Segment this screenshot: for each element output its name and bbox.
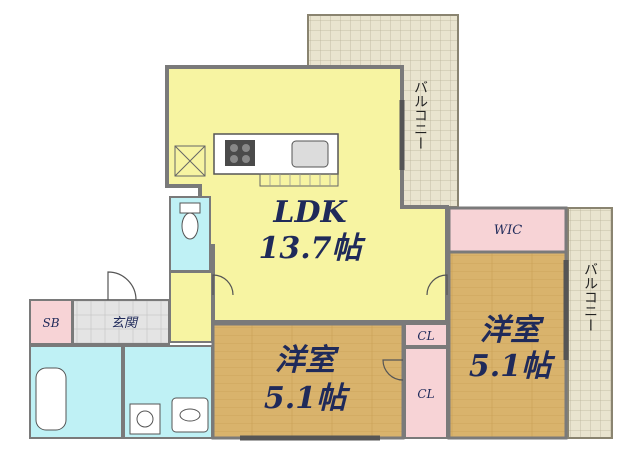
ldk-size: 13.7帖 — [258, 231, 366, 266]
balcony-right — [567, 207, 613, 439]
balcony-right-label: バルコニー — [582, 262, 598, 332]
wash-basin-icon — [171, 397, 209, 433]
western-room-right-name: 洋室 — [480, 313, 545, 348]
bathtub-icon — [35, 367, 67, 431]
western-room-center-size: 5.1帖 — [264, 381, 351, 416]
room-door-swing — [382, 359, 404, 381]
toilet-icon — [181, 212, 199, 240]
ldk-name: LDK — [272, 195, 348, 230]
entrance-label: 玄関 — [111, 316, 139, 331]
wic-label: WIC — [494, 223, 522, 238]
closet-lower-label: CL — [417, 387, 434, 401]
closet-upper — [404, 323, 448, 347]
sink-icon — [291, 140, 329, 168]
closet-lower — [404, 347, 448, 439]
hallway — [169, 271, 213, 343]
western-room-center-name: 洋室 — [275, 343, 340, 378]
sb-label: SB — [42, 316, 59, 330]
closet-upper-label: CL — [417, 329, 434, 343]
shoe-box — [29, 299, 73, 345]
front-door-swing — [107, 271, 137, 301]
fridge-space — [174, 145, 206, 177]
balcony-top-label: バルコニー — [412, 80, 428, 150]
washing-machine-icon — [129, 403, 161, 435]
western-room-right-size: 5.1帖 — [469, 349, 556, 384]
stove-icon — [225, 140, 255, 166]
hall-door-swing — [212, 274, 234, 296]
ldk-door-swing — [426, 274, 448, 296]
